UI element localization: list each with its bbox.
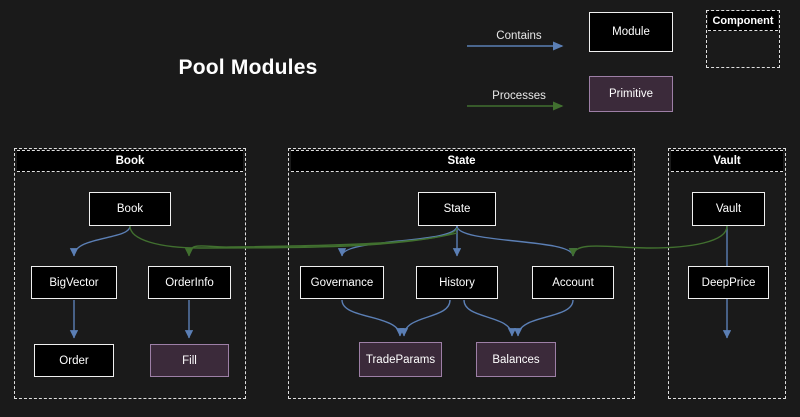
node-bigvector[interactable]: BigVector [31,266,117,299]
node-state[interactable]: State [418,192,496,226]
page-title: Pool Modules [178,56,318,79]
group-book: Book [14,148,246,399]
node-orderinfo[interactable]: OrderInfo [148,266,231,299]
node-order[interactable]: Order [34,344,114,377]
node-vault[interactable]: Vault [692,192,765,226]
group-state-label: State [291,150,632,172]
legend-processes-arrow-icon [467,101,564,111]
legend-module-sample: Module [589,12,673,52]
node-history[interactable]: History [416,266,498,299]
node-deepprice[interactable]: DeepPrice [688,266,769,299]
group-vault: Vault [668,148,786,399]
node-account[interactable]: Account [532,266,614,299]
group-state: State [288,148,635,399]
node-balances[interactable]: Balances [476,342,556,377]
legend-primitive-sample: Primitive [589,76,673,112]
node-fill[interactable]: Fill [150,344,229,377]
node-book[interactable]: Book [89,192,171,226]
node-governance[interactable]: Governance [300,266,384,299]
legend-contains-arrow-icon [467,41,564,51]
legend-contains-label: Contains [496,30,542,42]
node-tradeparams[interactable]: TradeParams [359,342,442,377]
group-book-label: Book [17,150,243,172]
group-vault-label: Vault [671,150,783,172]
legend-processes-label: Processes [492,90,546,102]
legend-component-sample: Component [706,10,780,68]
legend-component-label: Component [708,11,778,31]
